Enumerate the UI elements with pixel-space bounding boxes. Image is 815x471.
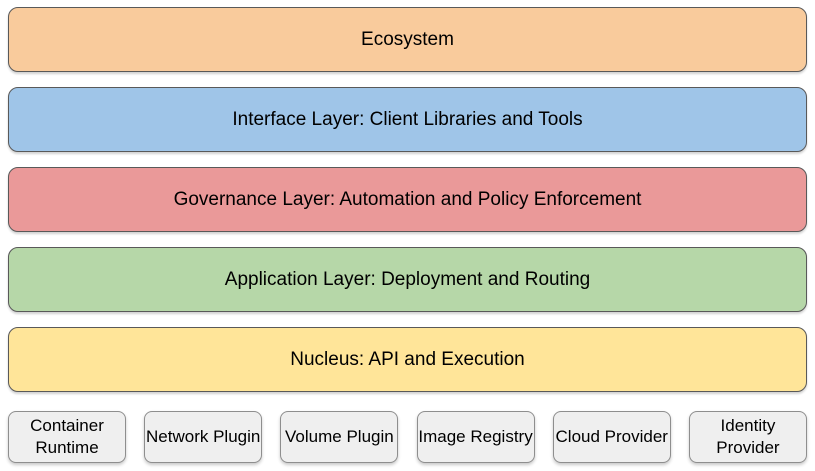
- layer-ecosystem: Ecosystem: [8, 7, 807, 72]
- plugin-box-volume-plugin: Volume Plugin: [280, 411, 399, 463]
- layer-interface: Interface Layer: Client Libraries and To…: [8, 87, 807, 152]
- layer-ecosystem-label: Ecosystem: [361, 28, 454, 50]
- plugin-box-identity-provider: Identity Provider: [688, 411, 807, 463]
- layer-nucleus: Nucleus: API and Execution: [8, 327, 807, 392]
- plugin-label-identity-provider: Identity Provider: [716, 416, 780, 457]
- plugin-label-volume-plugin: Volume Plugin: [285, 427, 394, 446]
- plugin-row: Container Runtime Network Plugin Volume …: [8, 411, 807, 463]
- layer-application-label: Application Layer: Deployment and Routin…: [224, 268, 591, 290]
- plugin-box-cloud-provider: Cloud Provider: [552, 411, 671, 463]
- plugin-label-cloud-provider: Cloud Provider: [555, 427, 668, 446]
- plugin-box-container-runtime: Container Runtime: [8, 411, 126, 463]
- layer-interface-label: Interface Layer: Client Libraries and To…: [232, 108, 583, 130]
- layer-application: Application Layer: Deployment and Routin…: [8, 247, 807, 312]
- plugin-box-network-plugin: Network Plugin: [144, 411, 263, 463]
- plugin-label-image-registry: Image Registry: [418, 427, 533, 446]
- plugin-label-container-runtime: Container Runtime: [30, 416, 104, 457]
- layer-nucleus-label: Nucleus: API and Execution: [290, 348, 525, 370]
- plugin-box-image-registry: Image Registry: [416, 411, 535, 463]
- layer-governance-label: Governance Layer: Automation and Policy …: [173, 188, 642, 210]
- layer-governance: Governance Layer: Automation and Policy …: [8, 167, 807, 232]
- plugin-label-network-plugin: Network Plugin: [146, 427, 261, 446]
